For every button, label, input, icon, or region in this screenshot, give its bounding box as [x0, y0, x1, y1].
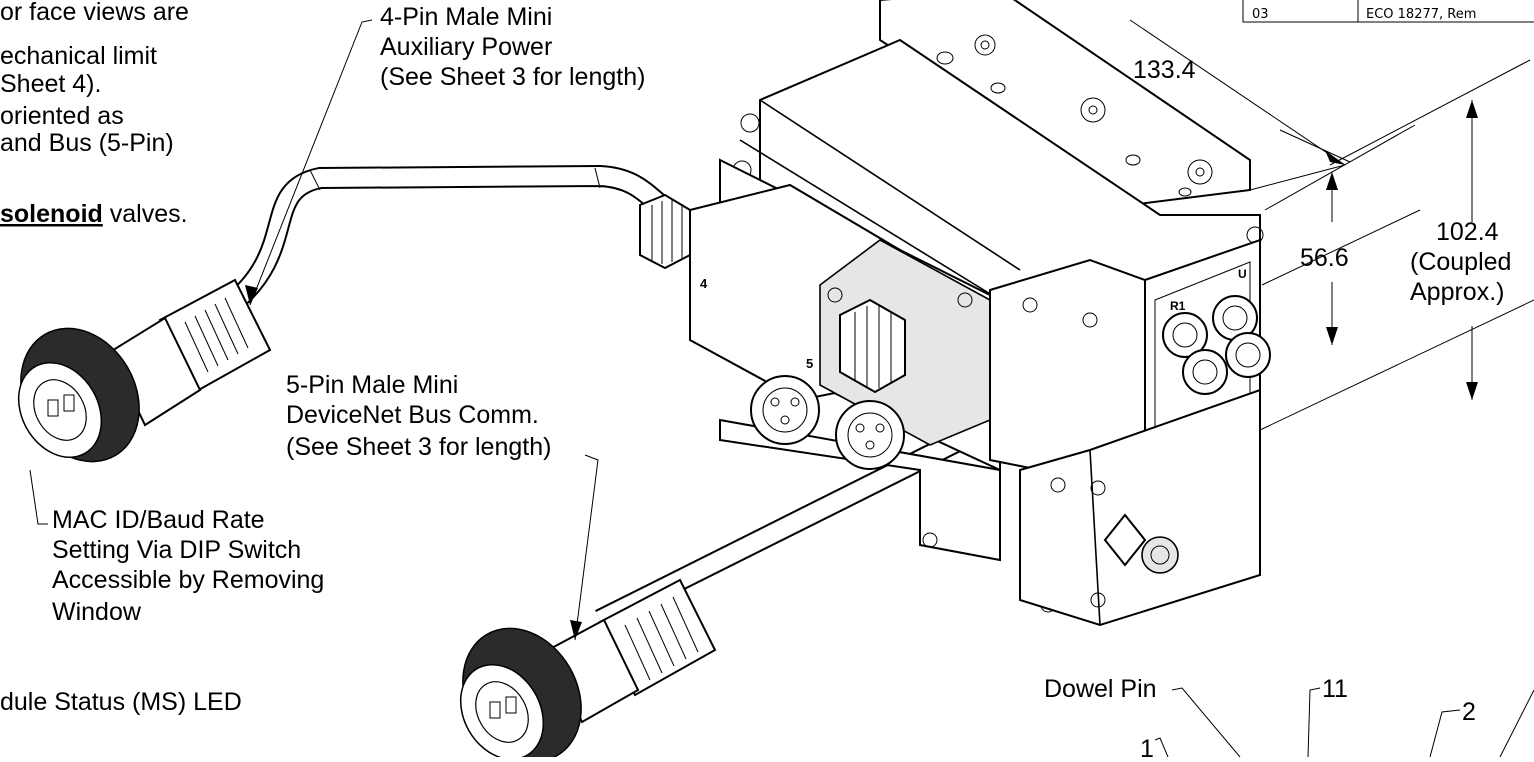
mac-id-line-3: Accessible by Removing	[52, 566, 324, 594]
devicenet-gland	[839, 298, 906, 394]
item-callouts: Dowel Pin 11 1 2	[1044, 675, 1534, 762]
dim-coupled-label: (Coupled	[1410, 248, 1511, 276]
aux-power-connector	[17, 278, 272, 463]
general-notes: or face views are echanical limit Sheet …	[0, 0, 189, 228]
note-line-4: oriented as	[0, 102, 124, 130]
aux-power-line-3: (See Sheet 3 for length)	[380, 63, 645, 91]
mac-id-line-2: Setting Via DIP Switch	[52, 536, 301, 564]
port-4-marking: 4	[700, 276, 708, 291]
note-line-5: and Bus (5-Pin)	[0, 129, 174, 157]
r1-marking: R1	[1170, 299, 1186, 313]
callout-aux-power: 4-Pin Male Mini Auxiliary Power (See She…	[245, 3, 645, 306]
ms-led-label: dule Status (MS) LED	[0, 688, 242, 716]
callout-mac-id: MAC ID/Baud Rate Setting Via DIP Switch …	[29, 469, 324, 626]
revision-description: ECO 18277, Rem	[1366, 7, 1476, 22]
note-line-3: Sheet 4).	[0, 70, 101, 98]
mac-id-line-1: MAC ID/Baud Rate	[52, 506, 265, 534]
ms-led-window	[1141, 536, 1179, 574]
callout-devicenet: 5-Pin Male Mini DeviceNet Bus Comm. (See…	[286, 371, 599, 641]
item-1-label: 1	[1140, 735, 1154, 757]
revision-table: 03 ECO 18277, Rem	[1242, 0, 1534, 23]
devicenet-connector	[459, 578, 717, 762]
devicenet-line-3: (See Sheet 3 for length)	[286, 433, 551, 461]
devicenet-line-1: 5-Pin Male Mini	[286, 371, 458, 399]
item-11-label: 11	[1322, 675, 1348, 703]
io-port-4	[1225, 332, 1271, 378]
note-line-6: solenoid valves.	[0, 200, 188, 228]
dimension-133: 133.4	[1129, 19, 1351, 191]
io-port-3	[1182, 349, 1228, 395]
aux-power-line-2: Auxiliary Power	[380, 33, 552, 61]
note-line-2: echanical limit	[0, 42, 157, 70]
u-marking: U	[1238, 267, 1247, 281]
revision-number: 03	[1252, 7, 1269, 22]
aux-power-line-1: 4-Pin Male Mini	[380, 3, 552, 31]
mac-id-line-4: Window	[52, 598, 142, 626]
dim-length: 133.4	[1133, 56, 1196, 84]
dimension-56: 56.6	[1261, 124, 1421, 345]
port-5-marking: 5	[806, 356, 813, 371]
dowel-pin-label: Dowel Pin	[1044, 675, 1157, 703]
note-valves-text: valves.	[103, 200, 188, 228]
dim-coupled-value: 102.4	[1436, 218, 1499, 246]
item-2-label: 2	[1462, 698, 1476, 726]
note-line-1: or face views are	[0, 0, 189, 26]
lower-m12-ports	[750, 375, 905, 470]
aux-power-gland	[639, 193, 691, 270]
aux-power-cable	[222, 164, 677, 314]
dimension-102: 102.4 (Coupled Approx.)	[1259, 59, 1534, 431]
io-port-1	[1162, 312, 1208, 358]
devicenet-line-2: DeviceNet Bus Comm.	[286, 401, 539, 429]
valve-module-assembly: 4 5	[639, 0, 1271, 627]
note-solenoid-bold: solenoid	[0, 200, 103, 228]
dim-height: 56.6	[1300, 244, 1349, 272]
dim-coupled-approx: Approx.)	[1410, 278, 1504, 306]
